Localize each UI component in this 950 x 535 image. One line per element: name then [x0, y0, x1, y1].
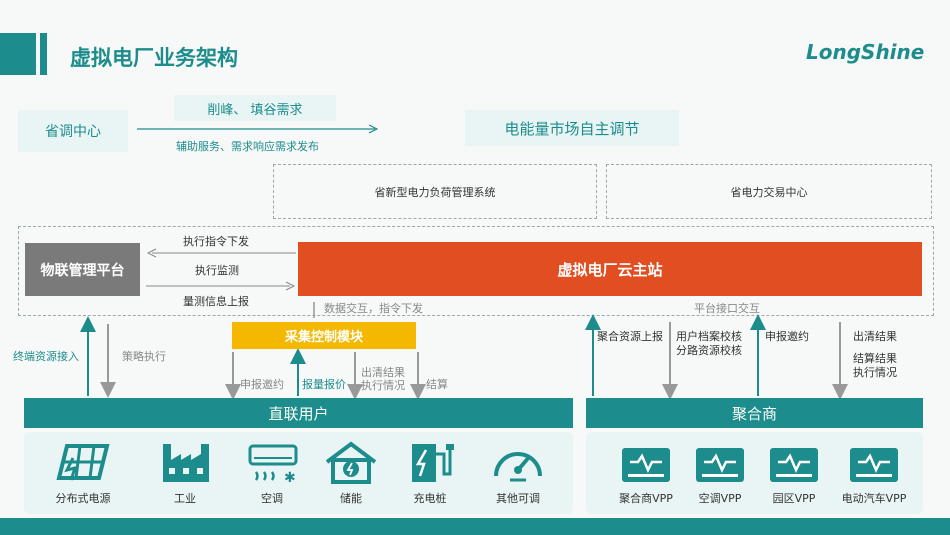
exec-status-left-label: 执行情况: [361, 379, 405, 392]
user-file-check-label: 用户档案校核: [676, 330, 742, 343]
exec-status-right-label: 执行情况: [853, 366, 897, 379]
direct-user-label: 分布式电源: [55, 492, 111, 505]
server-icon: [618, 444, 674, 486]
measure-report-arrow: [146, 281, 296, 291]
cmd-issue-label: 执行指令下发: [183, 235, 249, 248]
quote-price-label: 报量报价: [302, 378, 346, 391]
direct-user-item: 充电桩: [395, 440, 465, 506]
clear-result-right-label: 出清结果: [853, 330, 897, 343]
direct-user-label: 工业: [174, 492, 196, 505]
aggregator-label: 电动汽车VPP: [841, 492, 907, 505]
direct-user-label: 空调: [261, 492, 283, 505]
server-icon: [846, 444, 902, 486]
server-icon: [692, 444, 748, 486]
settle-result-label: 结算结果: [853, 352, 897, 365]
platform-container: [18, 226, 934, 316]
agg-report-label: 聚合资源上报: [597, 330, 663, 343]
province-dispatch-center: 省调中心: [18, 110, 128, 152]
server-icon: [766, 444, 822, 486]
dispatch-arrow: [137, 123, 383, 135]
svg-text:✱: ✱: [284, 470, 296, 486]
vpp-cloud-master-station: 虚拟电厂云主站: [298, 242, 922, 296]
exec-monitor-label: 执行监测: [195, 264, 239, 277]
settlement-label: 结算: [426, 378, 448, 391]
header-accent-bar-thin: [40, 33, 47, 75]
collect-control-module: 采集控制模块: [232, 322, 416, 349]
direct-users-panel: [24, 432, 573, 514]
aggregator-item: 电动汽车VPP: [834, 444, 914, 506]
direct-user-label: 充电桩: [413, 492, 447, 505]
aggregator-label: 空调VPP: [698, 492, 742, 505]
aggregators-bar: 聚合商: [586, 398, 923, 428]
declare-invite-right-label: 申报邀约: [765, 330, 809, 343]
aggregator-item: 园区VPP: [757, 444, 831, 506]
load-management-system: 省新型电力负荷管理系统: [273, 164, 597, 219]
header-accent-bar: [0, 33, 36, 75]
cmd-issue-arrow: [146, 248, 296, 258]
direct-user-label: 其他可调: [496, 492, 540, 505]
aggregator-item: 空调VPP: [683, 444, 757, 506]
direct-users-bar: 直联用户: [24, 398, 573, 428]
direct-user-item: 储能: [316, 440, 386, 506]
clear-result-left-label: 出清结果: [361, 366, 405, 379]
terminal-access-label: 终端资源接入: [13, 350, 79, 363]
energy-storage-icon: [321, 440, 381, 486]
direct-user-label: 储能: [340, 492, 362, 505]
aggregator-label: 园区VPP: [772, 492, 816, 505]
footer-band: [0, 518, 950, 535]
solar-panel-icon: [53, 440, 113, 486]
strategy-exec-label: 策略执行: [122, 350, 166, 363]
page-title: 虚拟电厂业务架构: [70, 46, 238, 70]
measure-report-label: 量测信息上报: [183, 295, 249, 308]
aggregator-label: 聚合商VPP: [619, 492, 673, 505]
air-conditioner-icon: ✱: [242, 440, 302, 486]
aggregator-item: 聚合商VPP: [609, 444, 683, 506]
direct-user-item: 其他可调: [483, 440, 553, 506]
aux-service-label: 辅助服务、需求响应需求发布: [176, 140, 319, 153]
peak-valley-label: 削峰、 填谷需求: [174, 95, 336, 121]
iot-management-platform: 物联管理平台: [25, 243, 140, 296]
platform-interface-label: 平台接口交互: [694, 302, 760, 315]
logo: LongShine: [806, 40, 925, 64]
direct-user-item: 分布式电源: [48, 440, 118, 506]
data-exchange-label: 数据交互，指令下发: [324, 302, 423, 315]
market-self-regulation: 电能量市场自主调节: [465, 110, 679, 146]
direct-user-item: 工业: [150, 440, 220, 506]
charging-pile-icon: [400, 440, 460, 486]
factory-icon: [155, 440, 215, 486]
branch-check-label: 分路资源校核: [676, 344, 742, 357]
direct-user-item: ✱ 空调: [237, 440, 307, 506]
trading-center: 省电力交易中心: [606, 164, 932, 219]
declare-invite-left-label: 申报邀约: [240, 378, 284, 391]
gauge-icon: [488, 440, 548, 486]
